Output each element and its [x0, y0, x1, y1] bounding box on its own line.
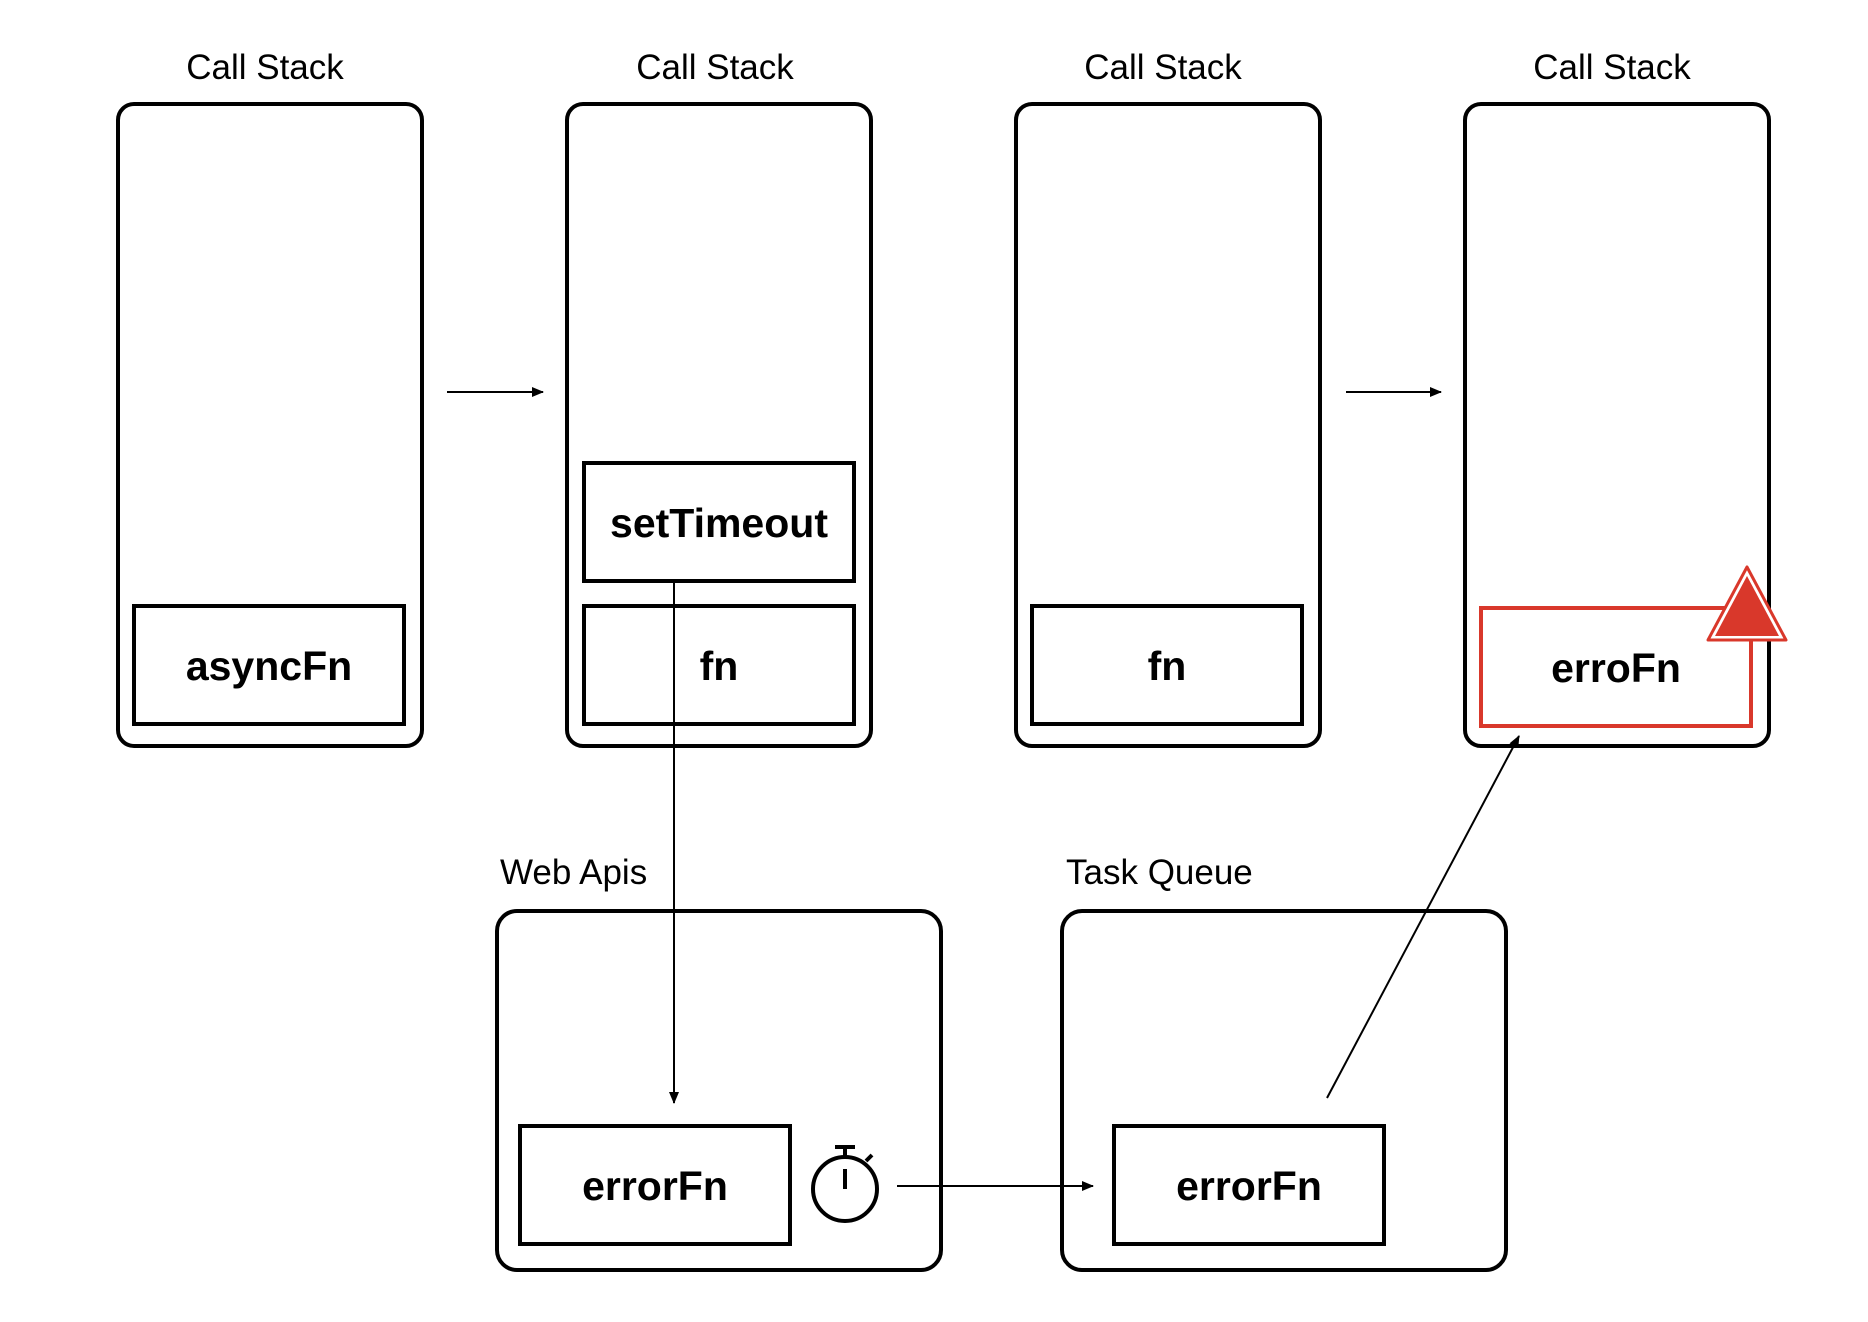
stack-frame-label: fn — [1148, 643, 1187, 689]
task-queue-item-label: errorFn — [1176, 1163, 1322, 1209]
call-stack-label: Call Stack — [186, 48, 344, 87]
stack-frame-label: setTimeout — [610, 500, 828, 546]
call-stack-container — [1463, 102, 1771, 748]
stack-frame-box — [582, 604, 856, 726]
error-stack-frame: erroFn — [1479, 606, 1753, 728]
task-queue-item-box — [1112, 1124, 1386, 1246]
web-apis-item-label: errorFn — [582, 1163, 728, 1209]
stack-frame-box — [132, 604, 406, 726]
task-queue-item: errorFn — [1112, 1124, 1386, 1246]
stack-frame: setTimeout — [582, 461, 856, 583]
stack-frame-label: fn — [700, 643, 739, 689]
stopwatch-icon — [811, 1145, 879, 1223]
web-apis: Web Apis errorFn — [495, 853, 943, 1272]
call-stack-3: Call Stack fn — [1014, 48, 1322, 748]
task-queue: Task Queue errorFn — [1060, 853, 1508, 1272]
stack-frame-box — [582, 461, 856, 583]
call-stack-label: Call Stack — [1533, 48, 1691, 87]
warning-triangle-icon — [1706, 565, 1788, 642]
call-stack-container — [116, 102, 424, 748]
call-stack-1: Call Stack asyncFn — [116, 48, 424, 748]
call-stack-label: Call Stack — [636, 48, 794, 87]
stack-frame: asyncFn — [132, 604, 406, 726]
web-apis-item: errorFn — [518, 1124, 792, 1246]
call-stack-2: Call Stack setTimeout fn — [565, 48, 873, 748]
stack-frame: fn — [582, 604, 856, 726]
stack-frame-box — [1030, 604, 1304, 726]
error-frame-box — [1479, 606, 1753, 728]
stack-frame: fn — [1030, 604, 1304, 726]
stack-frame-label: asyncFn — [186, 643, 352, 689]
task-queue-label: Task Queue — [1066, 853, 1253, 892]
to-call-stack-arrow — [1326, 735, 1520, 1099]
error-frame-label: erroFn — [1551, 645, 1681, 691]
web-apis-label: Web Apis — [500, 853, 647, 892]
call-stack-container — [1014, 102, 1322, 748]
call-stack-container — [565, 102, 873, 748]
web-apis-item-box — [518, 1124, 792, 1246]
call-stack-label: Call Stack — [1084, 48, 1242, 87]
call-stack-4: Call Stack erroFn — [1463, 48, 1788, 748]
